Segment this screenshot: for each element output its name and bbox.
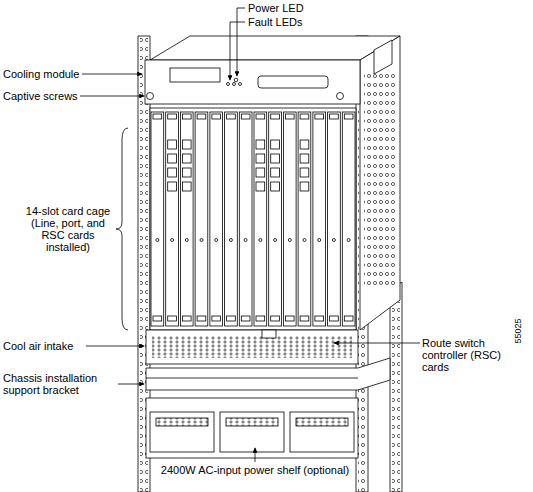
power-supply [220, 412, 284, 452]
captive-screw [337, 93, 344, 100]
handle [258, 76, 328, 88]
callout-label: 14-slot card cage (Line, port, and RSC c… [20, 205, 116, 253]
chassis-top [150, 36, 400, 60]
card [180, 112, 193, 326]
callout-label: Captive screws [3, 90, 83, 102]
cooling-module [145, 60, 360, 104]
card [269, 112, 282, 326]
callout-label: Cooling module [3, 68, 83, 80]
leader-line [334, 343, 420, 344]
card [151, 112, 164, 326]
card [239, 112, 252, 326]
fault-led [227, 83, 230, 86]
card [225, 112, 238, 326]
leader-line [86, 346, 144, 347]
brace [116, 128, 128, 330]
leader-line [80, 96, 144, 97]
card [210, 112, 223, 326]
figure-number: 55025 [512, 311, 524, 351]
callout-label: Chassis installation support bracket [3, 372, 119, 396]
card [283, 112, 296, 326]
leader-line [230, 22, 245, 80]
card [195, 112, 208, 326]
power-led [234, 78, 238, 82]
callout-label: Power LED [248, 2, 328, 14]
fault-led [233, 83, 236, 86]
rack-rail [390, 282, 402, 492]
support-bracket [146, 358, 390, 390]
captive-screw [147, 93, 154, 100]
card [313, 112, 326, 326]
card-cage [150, 108, 356, 330]
chassis-side [360, 36, 400, 330]
card [166, 112, 179, 326]
air-intake [146, 330, 358, 364]
power-supply [150, 412, 214, 452]
callout-label: 2400W AC-input power shelf (optional) [150, 464, 360, 476]
fault-led [239, 83, 242, 86]
leader-line [118, 384, 144, 385]
leader-line [255, 448, 256, 462]
power-supply [290, 412, 354, 452]
card [328, 112, 341, 326]
card [298, 112, 311, 326]
leader-line [82, 74, 142, 75]
callout-label: Cool air intake [3, 340, 87, 352]
card [254, 112, 267, 326]
callout-label: Fault LEDs [248, 16, 328, 28]
power-shelf [146, 398, 358, 458]
card [342, 112, 355, 326]
leader-line [237, 8, 245, 76]
